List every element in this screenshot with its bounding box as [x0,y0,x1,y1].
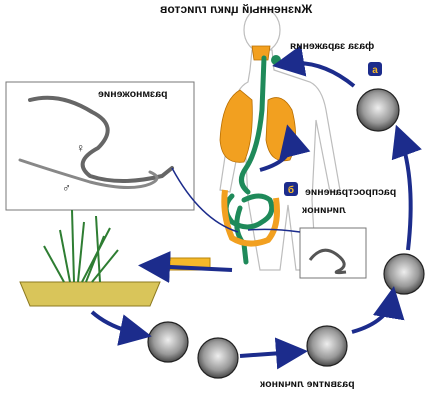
label-infection: фаза заражения [290,40,375,52]
egg-1 [147,321,189,363]
soil-with-grass [19,209,161,307]
badge-infection: а [368,62,382,76]
label-spread: распространение [305,186,397,198]
arrow-soil [138,250,233,283]
arrow-up-2 [391,124,422,251]
label-reproduction: размножение [98,88,168,100]
eggs [147,88,425,379]
thin-arrows [171,167,301,233]
svg-text:б: б [288,184,294,196]
lungs [219,45,296,163]
diagram-title: Жизненный цикл глистов [160,2,313,16]
arrow-development [239,337,308,370]
intestines-orange [221,189,280,247]
cycle-arrows [90,44,422,370]
egg-3 [306,325,348,367]
arrow-up-1 [351,286,405,334]
female-symbol: ♀ [76,141,85,155]
label-larva: личинок [302,204,346,216]
egg-2 [197,337,239,379]
arrow-to-egg [90,310,152,346]
larva-box [299,227,367,279]
reproduction-box: ♀ ♂ [5,81,195,211]
egg-5 [356,88,400,132]
badge-spread: б [284,182,298,196]
arrow-infection [272,44,356,88]
throat [271,55,281,65]
male-symbol: ♂ [62,181,71,195]
label-development: развитие личинок [260,378,355,390]
svg-text:а: а [372,65,378,76]
arrow-lungs [259,124,311,172]
egg-4 [383,253,425,295]
